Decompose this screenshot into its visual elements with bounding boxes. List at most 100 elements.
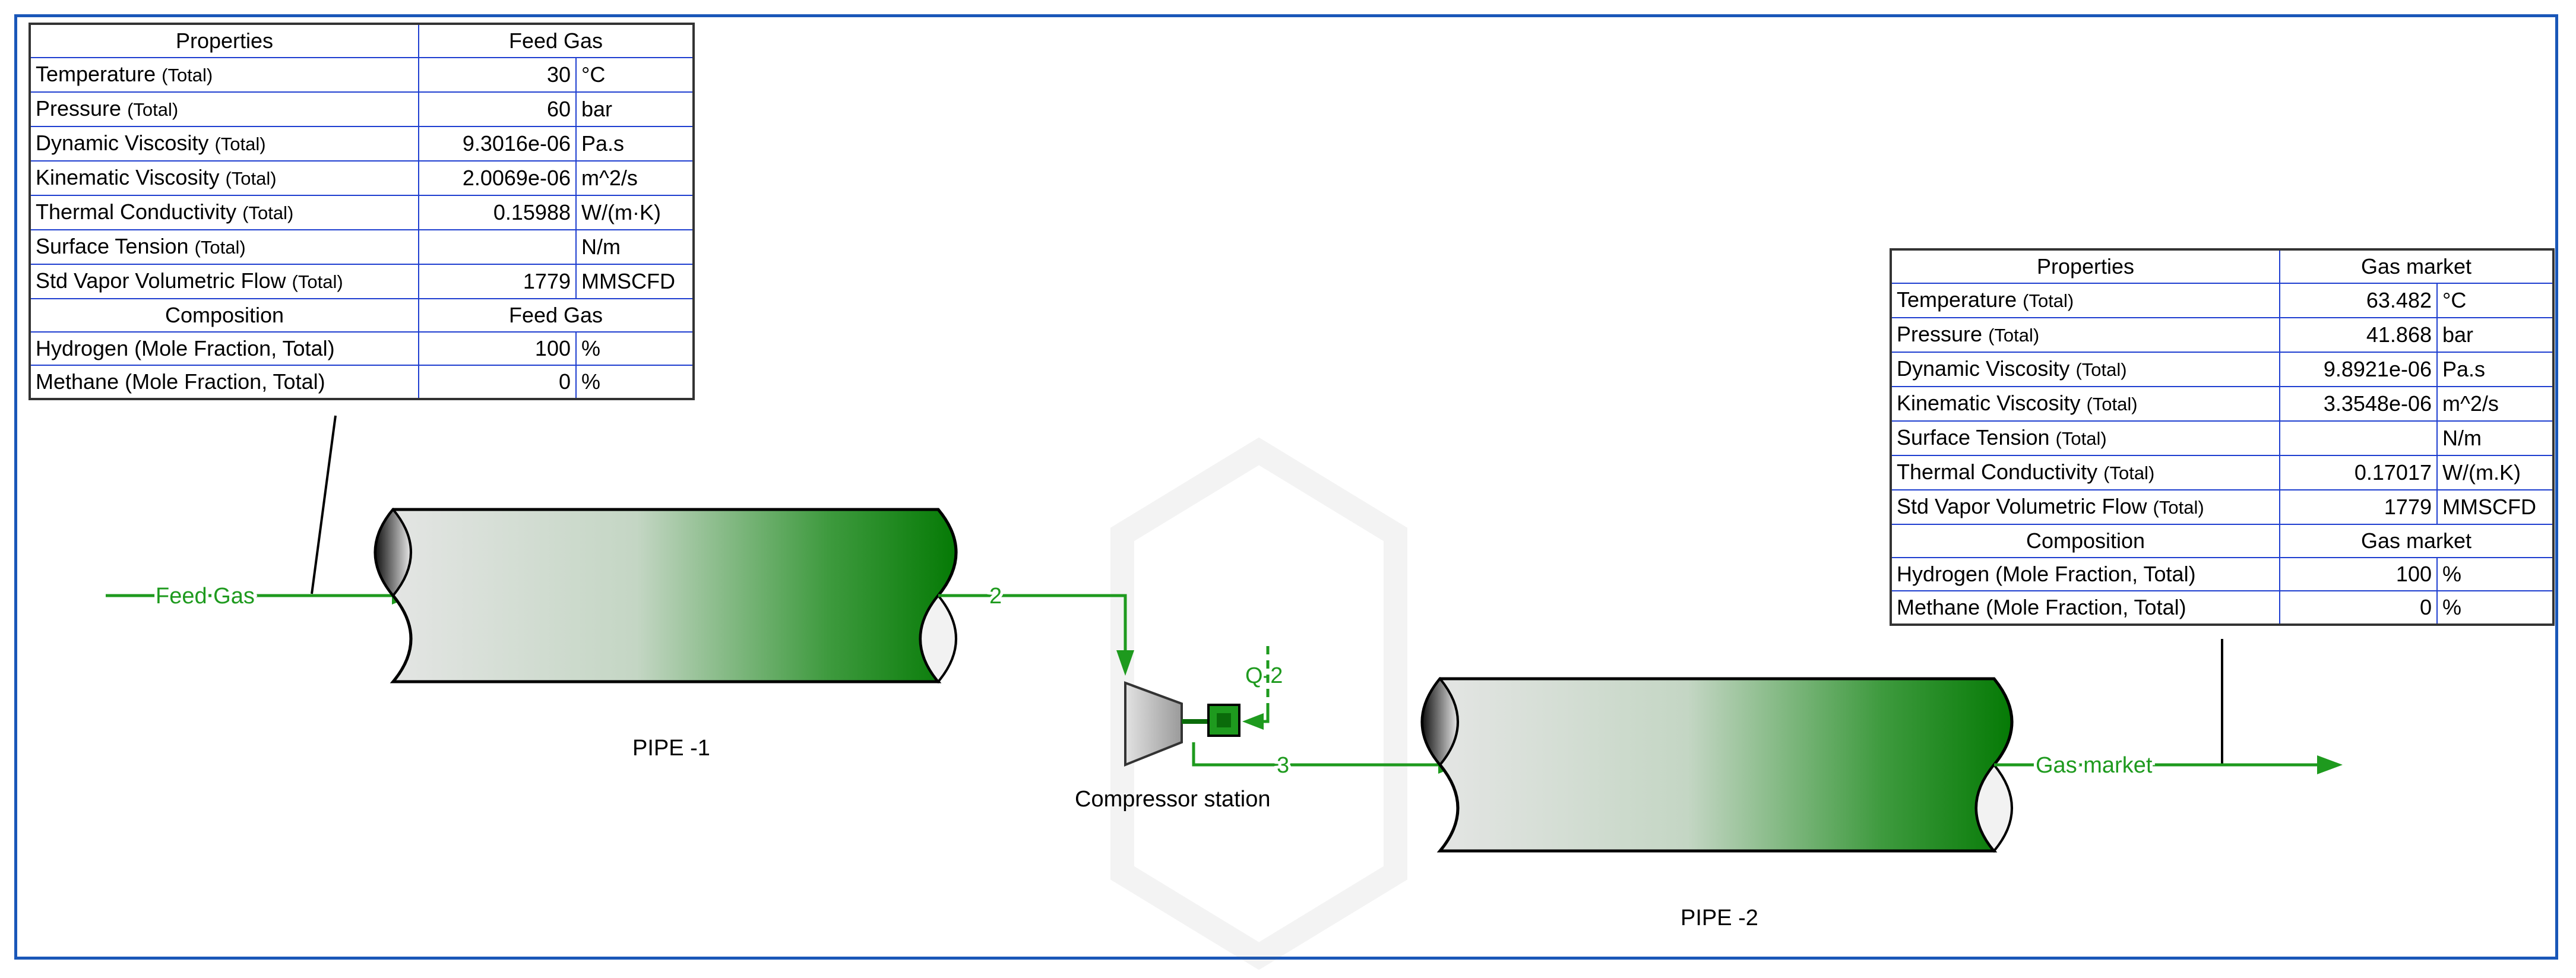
stream-header: Feed Gas xyxy=(418,23,694,58)
component-unit: % xyxy=(575,331,694,366)
composition-header: Composition xyxy=(29,298,419,333)
table-row: Pressure (Total) 41.868 bar xyxy=(1890,317,2555,353)
property-name: Kinematic Viscosity (Total) xyxy=(1890,386,2280,422)
composition-stream-header: Feed Gas xyxy=(418,298,694,333)
table-row: Thermal Conductivity (Total) 0.17017 W/(… xyxy=(1890,455,2555,490)
property-value: 0.15988 xyxy=(418,195,577,230)
component-unit: % xyxy=(2436,557,2555,591)
property-unit: W/(m·K) xyxy=(575,195,694,230)
q2-label: Q-2 xyxy=(1245,663,1283,688)
component-unit: % xyxy=(575,365,694,400)
feed-gas-property-table: Properties Feed Gas Temperature (Total) … xyxy=(29,23,695,400)
composition-header-row: Composition Gas market xyxy=(1890,524,2555,558)
table-row: Std Vapor Volumetric Flow (Total) 1779 M… xyxy=(29,264,694,299)
property-unit: MMSCFD xyxy=(2436,489,2555,525)
component-name: Methane (Mole Fraction, Total) xyxy=(29,365,419,400)
pipe-1[interactable] xyxy=(374,507,958,684)
gas-market-label: Gas market xyxy=(2036,753,2153,778)
pipe-2[interactable] xyxy=(1420,676,2014,853)
property-name: Pressure (Total) xyxy=(29,91,419,127)
property-value: 3.3548e-06 xyxy=(2279,386,2438,422)
property-unit: N/m xyxy=(575,229,694,265)
gas-market-property-table: Properties Gas market Temperature (Total… xyxy=(1890,248,2555,626)
property-name: Std Vapor Volumetric Flow (Total) xyxy=(1890,489,2280,525)
property-unit: bar xyxy=(575,91,694,127)
pipe-1-label: PIPE -1 xyxy=(632,736,710,761)
table-row: Methane (Mole Fraction, Total) 0 % xyxy=(29,365,694,400)
composition-header: Composition xyxy=(1890,524,2280,558)
component-unit: % xyxy=(2436,590,2555,625)
component-value: 0 xyxy=(418,365,577,400)
property-unit: W/(m.K) xyxy=(2436,455,2555,490)
property-name: Thermal Conductivity (Total) xyxy=(29,195,419,230)
table-row: Kinematic Viscosity (Total) 3.3548e-06 m… xyxy=(1890,386,2555,422)
property-name: Thermal Conductivity (Total) xyxy=(1890,455,2280,490)
properties-header: Properties xyxy=(1890,249,2280,284)
property-value: 63.482 xyxy=(2279,283,2438,318)
property-value: 60 xyxy=(418,91,577,127)
property-name: Dynamic Viscosity (Total) xyxy=(29,126,419,162)
component-name: Methane (Mole Fraction, Total) xyxy=(1890,590,2280,625)
table-row: Dynamic Viscosity (Total) 9.3016e-06 Pa.… xyxy=(29,126,694,162)
table-row: Methane (Mole Fraction, Total) 0 % xyxy=(1890,590,2555,625)
feed-gas-label: Feed Gas xyxy=(156,584,255,609)
property-unit: MMSCFD xyxy=(575,264,694,299)
property-unit: N/m xyxy=(2436,420,2555,456)
table-row: Pressure (Total) 60 bar xyxy=(29,91,694,127)
property-value: 2.0069e-06 xyxy=(418,160,577,196)
energy-stream-q2[interactable] xyxy=(1242,646,1270,730)
stream-3[interactable] xyxy=(1192,742,1461,774)
table-header-row: Properties Gas market xyxy=(1890,249,2555,284)
stream-header: Gas market xyxy=(2278,249,2555,284)
property-value: 9.8921e-06 xyxy=(2279,352,2438,387)
component-value: 0 xyxy=(2279,590,2438,625)
property-name: Surface Tension (Total) xyxy=(29,229,419,265)
stream-3-label: 3 xyxy=(1277,753,1289,778)
table-row: Dynamic Viscosity (Total) 9.8921e-06 Pa.… xyxy=(1890,352,2555,387)
table-row: Temperature (Total) 30 °C xyxy=(29,57,694,93)
property-value: 41.868 xyxy=(2279,317,2438,353)
table-row: Hydrogen (Mole Fraction, Total) 100 % xyxy=(29,331,694,366)
property-unit: °C xyxy=(2436,283,2555,318)
table-row: Thermal Conductivity (Total) 0.15988 W/(… xyxy=(29,195,694,230)
gas-market-stream[interactable] xyxy=(1994,755,2343,774)
compressor-label: Compressor station xyxy=(1075,787,1270,812)
property-value: 1779 xyxy=(2279,489,2438,525)
table-row: Hydrogen (Mole Fraction, Total) 100 % xyxy=(1890,557,2555,591)
property-name: Temperature (Total) xyxy=(1890,283,2280,318)
property-unit: m^2/s xyxy=(2436,386,2555,422)
table-row: Surface Tension (Total) N/m xyxy=(29,229,694,265)
table-row: Kinematic Viscosity (Total) 2.0069e-06 m… xyxy=(29,160,694,196)
component-value: 100 xyxy=(2279,557,2438,591)
table-row: Std Vapor Volumetric Flow (Total) 1779 M… xyxy=(1890,489,2555,525)
stream-2-label: 2 xyxy=(989,584,1002,609)
property-unit: bar xyxy=(2436,317,2555,353)
property-name: Temperature (Total) xyxy=(29,57,419,93)
pipe-2-label: PIPE -2 xyxy=(1681,906,1758,930)
property-value: 1779 xyxy=(418,264,577,299)
feed-gas-stream[interactable] xyxy=(106,587,414,604)
composition-stream-header: Gas market xyxy=(2278,524,2555,558)
component-name: Hydrogen (Mole Fraction, Total) xyxy=(1890,557,2280,591)
property-value: 0.17017 xyxy=(2279,455,2438,490)
diagram-frame xyxy=(14,14,2558,960)
property-unit: Pa.s xyxy=(575,126,694,162)
table-header-row: Properties Feed Gas xyxy=(29,23,694,58)
property-name: Pressure (Total) xyxy=(1890,317,2280,353)
property-name: Surface Tension (Total) xyxy=(1890,420,2280,456)
component-name: Hydrogen (Mole Fraction, Total) xyxy=(29,331,419,366)
property-name: Dynamic Viscosity (Total) xyxy=(1890,352,2280,387)
property-unit: Pa.s xyxy=(2436,352,2555,387)
table-row: Surface Tension (Total) N/m xyxy=(1890,420,2555,456)
property-value xyxy=(2279,420,2438,456)
property-value xyxy=(418,229,577,265)
stream-2[interactable] xyxy=(938,594,1134,676)
property-unit: m^2/s xyxy=(575,160,694,196)
properties-header: Properties xyxy=(29,23,419,58)
watermark-hexagon xyxy=(1110,437,1407,970)
feed-table-leader xyxy=(311,415,337,594)
compressor-station[interactable] xyxy=(1124,681,1240,767)
property-name: Kinematic Viscosity (Total) xyxy=(29,160,419,196)
table-row: Temperature (Total) 63.482 °C xyxy=(1890,283,2555,318)
